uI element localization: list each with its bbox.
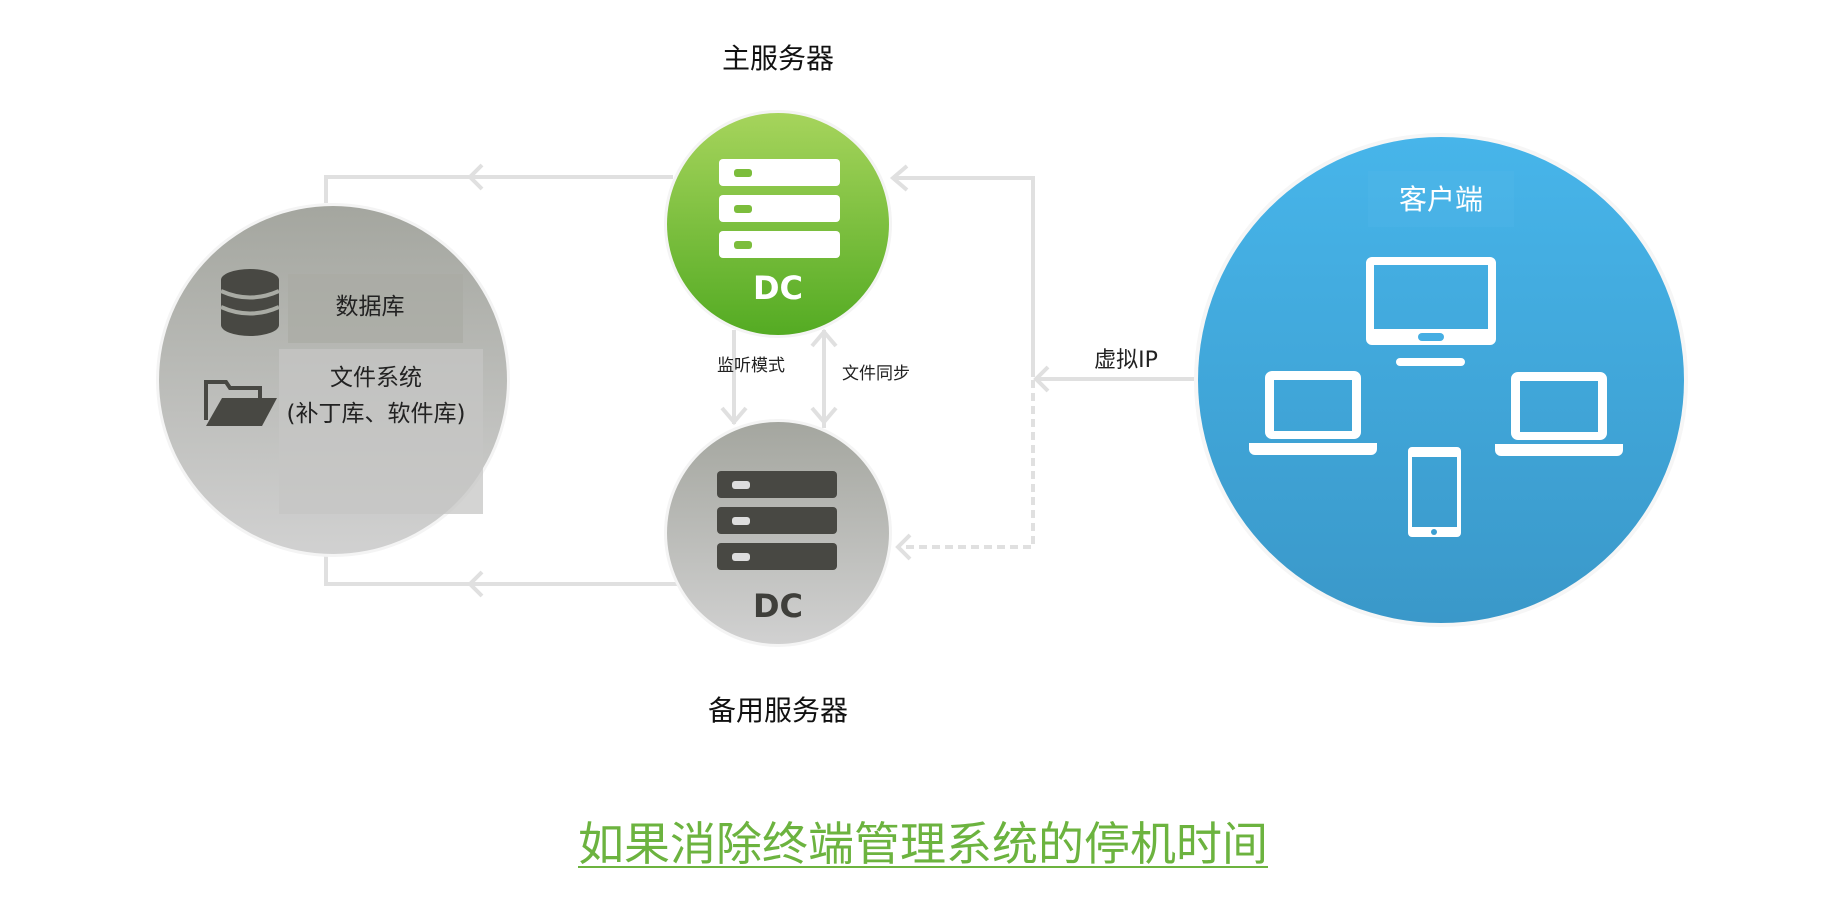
primary-dc-label: DC (753, 269, 803, 307)
arrow-head-monitor (720, 406, 748, 426)
primary-server-title: 主服务器 (722, 42, 834, 75)
database-icon (220, 269, 280, 336)
filesystem-label: 文件系统 (330, 365, 422, 391)
laptop-icon (1495, 372, 1623, 456)
backup-server-node[interactable]: DC (664, 419, 892, 647)
smartphone-icon (1408, 447, 1461, 537)
arrow-head-primary (889, 164, 909, 192)
desktop-monitor-icon (1366, 257, 1496, 366)
connectors (324, 163, 1196, 598)
virtual-ip-label: 虚拟IP (1094, 348, 1158, 373)
primary-server-node[interactable]: DC (664, 110, 892, 338)
arrow-head-virtual-ip (1033, 365, 1050, 393)
client-title: 客户端 (1399, 183, 1483, 216)
backup-server-title: 备用服务器 (708, 694, 848, 727)
client-to-primary-line (895, 176, 1035, 377)
arrow-head-backup (895, 533, 912, 561)
arrow-head-top-left (467, 163, 484, 191)
laptop-icon (1249, 371, 1377, 455)
file-sync-label: 文件同步 (842, 364, 910, 384)
backup-to-storage-line (324, 556, 677, 586)
folder-icon (204, 380, 277, 426)
client-node[interactable]: 客户端 (1194, 133, 1688, 627)
footer-link[interactable]: 如果消除终端管理系统的停机时间 (578, 817, 1268, 871)
primary-to-storage-line (324, 175, 673, 203)
arrow-head-sync-up (810, 328, 838, 348)
storage-node[interactable]: 数据库 文件系统 (补丁库、软件库) (156, 203, 510, 557)
arrow-head-bottom-left (467, 570, 484, 598)
client-to-backup-dashed (898, 380, 1035, 549)
filesystem-sublabel: (补丁库、软件库) (287, 401, 466, 427)
backup-dc-label: DC (753, 587, 803, 625)
server-rack-icon (719, 159, 840, 258)
server-rack-icon (717, 471, 837, 570)
arrow-head-sync-down (810, 406, 838, 426)
monitor-mode-label: 监听模式 (717, 356, 785, 376)
database-label: 数据库 (336, 294, 405, 320)
